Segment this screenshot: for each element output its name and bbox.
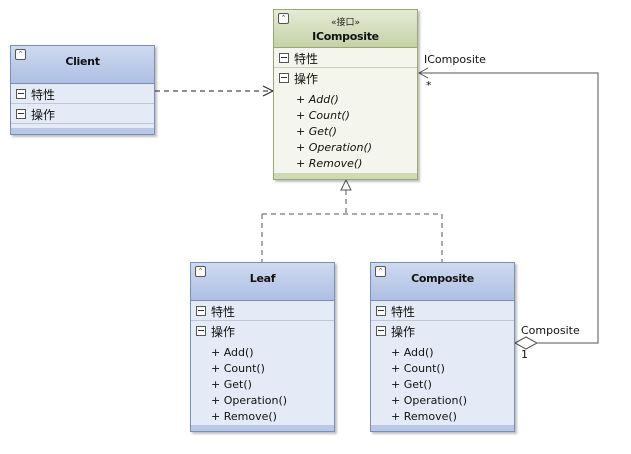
minus-toggle-icon[interactable]: [279, 53, 289, 63]
target-role-label: IComposite: [424, 53, 486, 66]
operation-item[interactable]: + Add(): [296, 93, 339, 106]
compartment-label: 特性: [391, 305, 416, 319]
source-multiplicity-label: 1: [521, 348, 528, 361]
collapse-chevron-icon[interactable]: ⌃: [375, 266, 386, 277]
attributes-compartment[interactable]: 特性: [274, 48, 417, 68]
aggregation-diamond: [513, 336, 539, 350]
class-leaf[interactable]: ⌃ Leaf 特性 操作 + Add() + Count() + Get() +…: [190, 262, 335, 432]
operation-item[interactable]: + Count(): [296, 109, 350, 122]
operation-item[interactable]: + Remove(): [296, 157, 363, 170]
class-footer: [191, 425, 334, 431]
compartment-label: 操作: [211, 325, 236, 339]
class-footer: [274, 173, 417, 179]
operations-compartment[interactable]: 操作: [191, 321, 334, 341]
minus-toggle-icon[interactable]: [16, 109, 26, 119]
minus-toggle-icon[interactable]: [279, 73, 289, 83]
operation-item[interactable]: + Add(): [211, 346, 254, 359]
target-multiplicity-label: *: [426, 79, 432, 92]
class-name: Client: [65, 55, 100, 68]
operation-item[interactable]: + Remove(): [391, 410, 457, 423]
operations-compartment[interactable]: 操作: [371, 321, 514, 341]
compartment-label: 操作: [391, 325, 416, 339]
operation-item[interactable]: + Add(): [391, 346, 434, 359]
attributes-compartment[interactable]: 特性: [11, 84, 154, 104]
collapse-chevron-icon[interactable]: ⌃: [278, 13, 289, 24]
operations-compartment[interactable]: 操作: [11, 104, 154, 124]
class-name: IComposite: [312, 30, 379, 43]
realization-triangle: [340, 178, 352, 191]
operation-item[interactable]: + Operation(): [211, 394, 288, 407]
operations-list: + Add() + Count() + Get() + Operation() …: [191, 341, 334, 425]
class-footer: [371, 425, 514, 431]
collapse-chevron-icon[interactable]: ⌃: [15, 49, 26, 60]
attributes-compartment[interactable]: 特性: [191, 301, 334, 321]
operations-list: + Add() + Count() + Get() + Operation() …: [274, 88, 417, 172]
class-header: ⌃ Leaf: [191, 263, 334, 301]
class-footer: [11, 128, 154, 134]
operation-item[interactable]: + Remove(): [211, 410, 277, 423]
collapse-chevron-icon[interactable]: ⌃: [195, 266, 206, 277]
minus-toggle-icon[interactable]: [16, 89, 26, 99]
compartment-label: 特性: [31, 88, 56, 102]
operation-item[interactable]: + Count(): [211, 362, 265, 375]
compartment-label: 操作: [31, 108, 56, 122]
stereotype-label: «接口»: [330, 18, 360, 28]
compartment-label: 特性: [211, 305, 236, 319]
aggregation-line: [420, 72, 599, 344]
class-header: ⌃ Composite: [371, 263, 514, 301]
minus-toggle-icon[interactable]: [196, 306, 206, 316]
compartment-label: 操作: [294, 72, 319, 86]
realization-line: [261, 190, 443, 262]
class-header: ⌃ «接口» IComposite: [274, 10, 417, 48]
class-composite[interactable]: ⌃ Composite 特性 操作 + Add() + Count() + Ge…: [370, 262, 515, 432]
minus-toggle-icon[interactable]: [376, 326, 386, 336]
interface-icomposite[interactable]: ⌃ «接口» IComposite 特性 操作 + Add() + Count(…: [273, 9, 418, 180]
class-client[interactable]: ⌃ Client 特性 操作: [10, 45, 155, 135]
class-name: Leaf: [249, 272, 276, 285]
operation-item[interactable]: + Get(): [391, 378, 432, 391]
source-role-label: Composite: [521, 324, 580, 337]
class-name: Composite: [411, 272, 474, 285]
aggregation-arrowhead: [417, 67, 429, 79]
operation-item[interactable]: + Count(): [391, 362, 445, 375]
operation-item[interactable]: + Operation(): [296, 141, 373, 154]
minus-toggle-icon[interactable]: [376, 306, 386, 316]
minus-toggle-icon[interactable]: [196, 326, 206, 336]
attributes-compartment[interactable]: 特性: [371, 301, 514, 321]
operation-item[interactable]: + Get(): [296, 125, 337, 138]
class-header: ⌃ Client: [11, 46, 154, 84]
operation-item[interactable]: + Get(): [211, 378, 252, 391]
operations-list: + Add() + Count() + Get() + Operation() …: [371, 341, 514, 425]
compartment-label: 特性: [294, 52, 319, 66]
operation-item[interactable]: + Operation(): [391, 394, 468, 407]
operations-compartment[interactable]: 操作: [274, 68, 417, 88]
